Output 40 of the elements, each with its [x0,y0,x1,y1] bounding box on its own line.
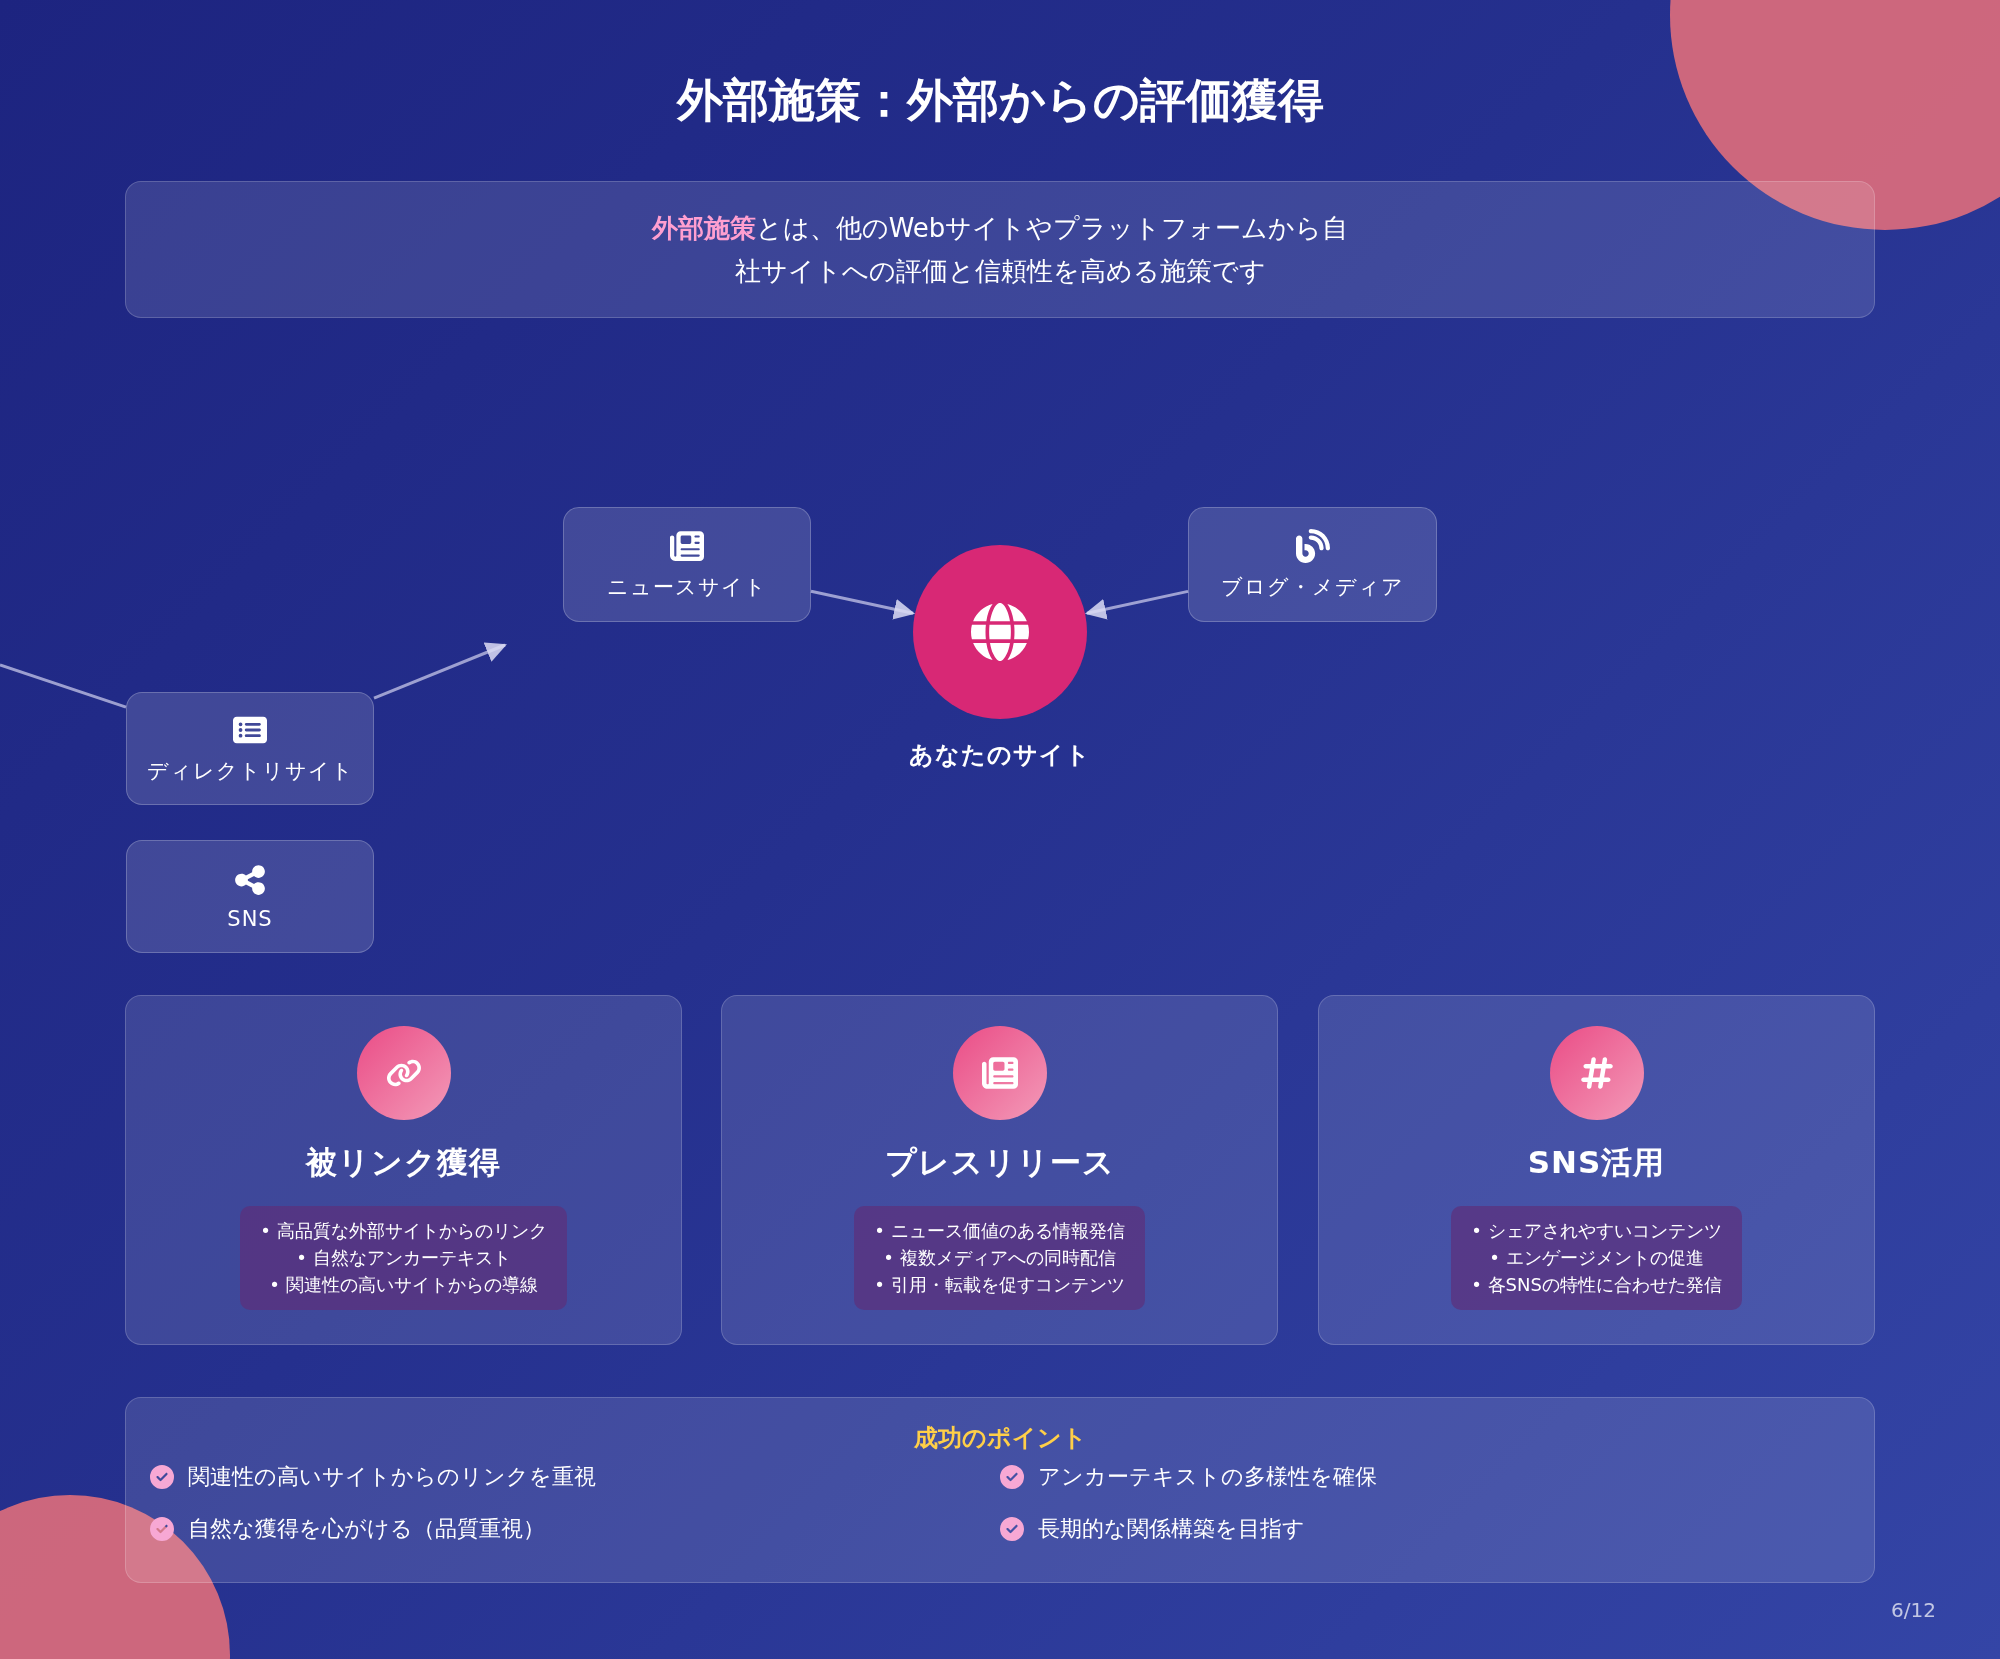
source-box [126,840,374,953]
source-label: SNS [227,906,273,931]
bullet-item: • エンゲージメントの促進 [1489,1246,1704,1271]
connector-arrow [373,642,507,700]
bullet-list-panel [1451,1206,1742,1310]
strategy-card [721,995,1278,1345]
tip-text: 自然な獲得を心がける（品質重視） [188,1515,545,1543]
bullet-item: • シェアされやすいコンテンツ [1471,1219,1722,1243]
source-box [1188,507,1437,622]
source-box [563,507,811,622]
page-number: 6/12 [1891,1598,1936,1622]
tips-heading: 成功のポイント [913,1423,1087,1454]
connector-arrow [810,589,916,620]
tips-panel [125,1397,1875,1583]
tip-text: 関連性の高いサイトからのリンクを重視 [188,1463,596,1491]
bullet-item: • ニュース価値のある情報発信 [874,1219,1125,1243]
intro-text: 外部施策とは、他のWebサイトやプラットフォームから自社サイトへの評価と信頼性を高める施策です [650,211,1350,288]
bullet-list-panel [240,1206,567,1310]
bullet-item: • 関連性の高いサイトからの導線 [269,1273,538,1298]
card-heading: 被リンク獲得 [306,1143,501,1182]
card-heading: SNS活用 [1527,1143,1666,1182]
source-label: ディレクトリサイト [146,757,354,785]
bullet-list-panel [854,1206,1145,1310]
tip-text: 長期的な関係構築を目指す [1038,1515,1305,1543]
connector-arrow [1084,589,1189,620]
card-heading: プレスリリース [884,1143,1115,1182]
bullet-item: • 高品質な外部サイトからのリンク [260,1219,547,1243]
bullet-item: • 複数メディアへの同時配信 [883,1246,1116,1271]
strategy-card [125,995,682,1345]
source-label: ブログ・メディア [1221,573,1404,601]
strategy-card [1318,995,1875,1345]
tip-text: アンカーテキストの多様性を確保 [1038,1463,1377,1491]
site-caption: あなたのサイト [908,740,1092,771]
bullet-item: • 引用・転載を促すコンテンツ [874,1273,1125,1298]
source-label: ニュースサイト [607,573,767,601]
intro-panel [125,181,1875,318]
bullet-item: • 自然なアンカーテキスト [296,1246,511,1271]
source-box [126,692,374,805]
page-title: 外部施策：外部からの評価獲得 [675,72,1325,129]
bullet-item: • 各SNSの特性に合わせた発信 [1471,1273,1722,1298]
